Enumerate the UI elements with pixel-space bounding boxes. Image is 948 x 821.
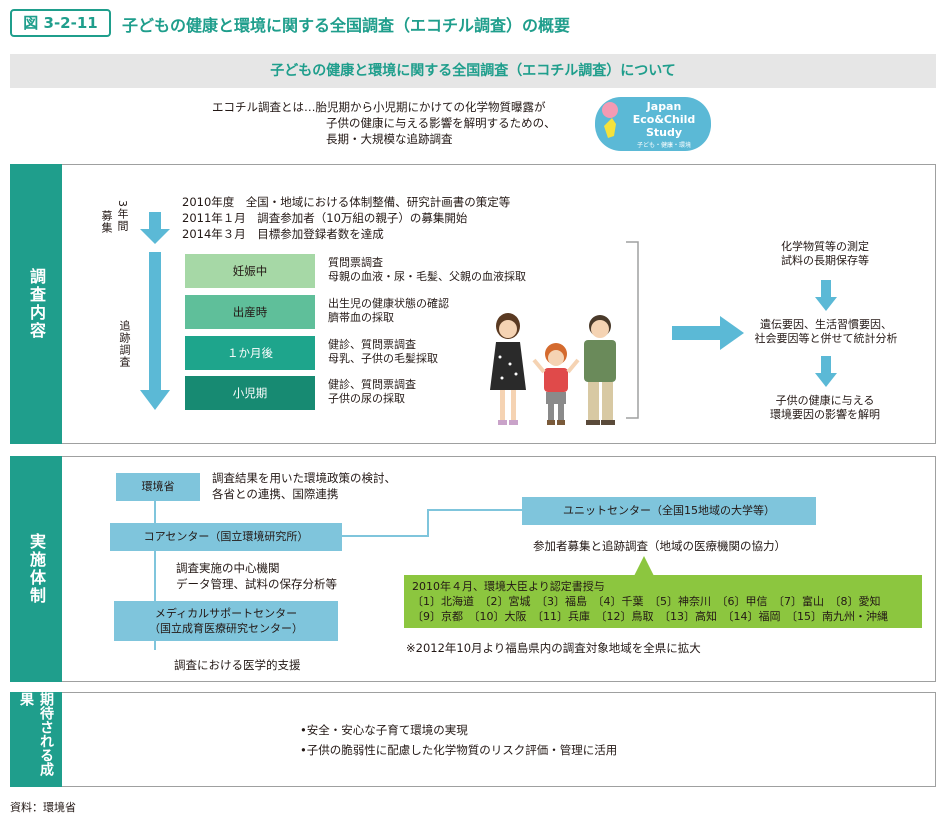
analysis-line: 化学物質等の測定 bbox=[781, 240, 869, 253]
connector-core-unit bbox=[340, 509, 524, 537]
intro-text: エコチル調査とは…胎児期から小児期にかけての化学物質曝露が 子供の健康に与える影… bbox=[212, 99, 592, 147]
medical-line: メディカルサポートセンター bbox=[154, 607, 298, 620]
section-banner: 子どもの健康と環境に関する全国調査（エコチル調査）について bbox=[10, 54, 936, 88]
stage-desc-line: 健診、質問票調査 bbox=[328, 338, 416, 351]
eco-child-study-logo: Japan Eco&Child Study 子ども・健康・環境 bbox=[595, 97, 711, 151]
analysis-line: 遺伝要因、生活習慣要因、 bbox=[760, 318, 892, 331]
logo-line: Study bbox=[646, 126, 682, 139]
down-arrow bbox=[815, 280, 837, 311]
analysis-line: 試料の長期保存等 bbox=[781, 254, 869, 267]
core-desc-line: 調査実施の中心機関 bbox=[176, 561, 280, 575]
recruit-label: 募集 bbox=[100, 210, 113, 234]
analysis-line: 社会要因等と併せて統計分析 bbox=[754, 332, 898, 345]
moe-box: 環境省 bbox=[116, 473, 200, 501]
core-desc-line: データ管理、試料の保存分析等 bbox=[176, 577, 337, 591]
stage-desc-line: 臍帯血の採取 bbox=[328, 311, 394, 324]
family-illustration bbox=[490, 313, 616, 425]
outcome-item: •安全・安心な子育て環境の実現 bbox=[300, 723, 468, 737]
stage-desc-line: 母乳、子供の毛髪採取 bbox=[328, 352, 438, 365]
stage-desc-line: 健診、質問票調査 bbox=[328, 378, 416, 391]
stage-desc-line: 母親の血液・尿・毛髪、父親の血液採取 bbox=[328, 270, 526, 283]
core-desc: 調査実施の中心機関 データ管理、試料の保存分析等 bbox=[176, 560, 337, 592]
stage-desc-line: 質問票調査 bbox=[328, 256, 383, 269]
cert-line: 〔9〕京都 〔10〕大阪 〔11〕兵庫 〔12〕鳥取 〔13〕高知 〔14〕福岡… bbox=[412, 610, 888, 623]
stage-desc-line: 出生児の健康状態の確認 bbox=[328, 297, 449, 310]
stage-desc: 健診、質問票調査 母乳、子供の毛髪採取 bbox=[328, 338, 438, 366]
recruit-period: 3年間 bbox=[116, 200, 129, 232]
follow-label: 追跡調査 bbox=[118, 320, 131, 368]
recruit-arrow bbox=[140, 212, 170, 244]
down-arrow bbox=[815, 356, 837, 387]
stage-childhood: 小児期 bbox=[185, 376, 315, 410]
intro-line: 子供の健康に与える影響を解明するための、 bbox=[326, 116, 556, 130]
figure-number: 図 3-2-11 bbox=[10, 9, 111, 37]
medical-desc: 調査における医学的支援 bbox=[174, 658, 301, 672]
moe-desc-line: 調査結果を用いた環境政策の検討、 bbox=[212, 471, 396, 485]
timeline-item: 2011年１月 調査参加者（10万組の親子）の募集開始 bbox=[182, 211, 468, 225]
outcome-label: 期待される成果 bbox=[10, 692, 62, 787]
cert-line: 〔1〕北海道 〔2〕宮城 〔3〕福島 〔4〕千葉 〔5〕神奈川 〔6〕甲信 〔7… bbox=[412, 595, 881, 608]
stage-desc: 出生児の健康状態の確認 臍帯血の採取 bbox=[328, 297, 449, 325]
callout-pointer bbox=[634, 556, 654, 576]
figure-title: 子どもの健康と環境に関する全国調査（エコチル調査）の概要 bbox=[122, 16, 571, 35]
moe-desc: 調査結果を用いた環境政策の検討、 各省との連携、国際連携 bbox=[212, 470, 396, 502]
medical-support-box: メディカルサポートセンター （国立成育医療研究センター） bbox=[114, 601, 338, 641]
analysis-line: 子供の健康に与える bbox=[775, 394, 875, 407]
survey-label: 調査内容 bbox=[10, 164, 62, 444]
stage-pregnancy: 妊娠中 bbox=[185, 254, 315, 288]
analysis-step-1: 化学物質等の測定 試料の長期保存等 bbox=[760, 240, 890, 268]
note: ※2012年10月より福島県内の調査対象地域を全県に拡大 bbox=[406, 641, 701, 655]
right-arrow bbox=[672, 316, 744, 350]
analysis-line: 環境要因の影響を解明 bbox=[770, 408, 880, 421]
medical-line: （国立成育医療研究センター） bbox=[149, 622, 303, 635]
core-center-box: コアセンター（国立環境研究所） bbox=[110, 523, 342, 551]
stage-one-month: １か月後 bbox=[185, 336, 315, 370]
certification-box: 2010年４月、環境大臣より認定書授与 〔1〕北海道 〔2〕宮城 〔3〕福島 〔… bbox=[404, 575, 922, 628]
analysis-step-3: 子供の健康に与える 環境要因の影響を解明 bbox=[750, 394, 900, 422]
timeline-item: 2010年度 全国・地域における体制整備、研究計画書の策定等 bbox=[182, 195, 511, 209]
bracket bbox=[626, 241, 639, 419]
stage-birth: 出産時 bbox=[185, 295, 315, 329]
logo-line: Eco&Child bbox=[633, 113, 696, 126]
outcome-list: •安全・安心な子育て環境の実現 •子供の脆弱性に配慮した化学物質のリスク評価・管… bbox=[300, 720, 617, 760]
structure-label: 実施体制 bbox=[10, 456, 62, 682]
timeline-item: 2014年３月 目標参加登録者数を達成 bbox=[182, 227, 384, 241]
unit-desc: 参加者募集と追跡調査（地域の医療機関の協力） bbox=[533, 539, 786, 553]
source-note: 資料：環境省 bbox=[10, 801, 76, 814]
intro-line: エコチル調査とは…胎児期から小児期にかけての化学物質曝露が bbox=[212, 100, 546, 114]
outcome-item: •子供の脆弱性に配慮した化学物質のリスク評価・管理に活用 bbox=[300, 743, 618, 757]
stage-desc-line: 子供の尿の採取 bbox=[328, 392, 405, 405]
follow-arrow bbox=[140, 252, 170, 410]
cert-line: 2010年４月、環境大臣より認定書授与 bbox=[412, 580, 605, 593]
unit-center-box: ユニットセンター（全国15地域の大学等） bbox=[522, 497, 816, 525]
stage-desc: 健診、質問票調査 子供の尿の採取 bbox=[328, 378, 416, 406]
timeline: 2010年度 全国・地域における体制整備、研究計画書の策定等 2011年１月 調… bbox=[182, 194, 510, 242]
stage-desc: 質問票調査 母親の血液・尿・毛髪、父親の血液採取 bbox=[328, 256, 526, 284]
logo-tagline: 子ども・健康・環境 bbox=[637, 141, 691, 149]
intro-line: 長期・大規模な追跡調査 bbox=[326, 132, 453, 146]
moe-desc-line: 各省との連携、国際連携 bbox=[212, 487, 339, 501]
analysis-step-2: 遺伝要因、生活習慣要因、 社会要因等と併せて統計分析 bbox=[736, 318, 916, 346]
logo-line: Japan bbox=[646, 100, 682, 113]
outcome-panel bbox=[10, 692, 936, 787]
